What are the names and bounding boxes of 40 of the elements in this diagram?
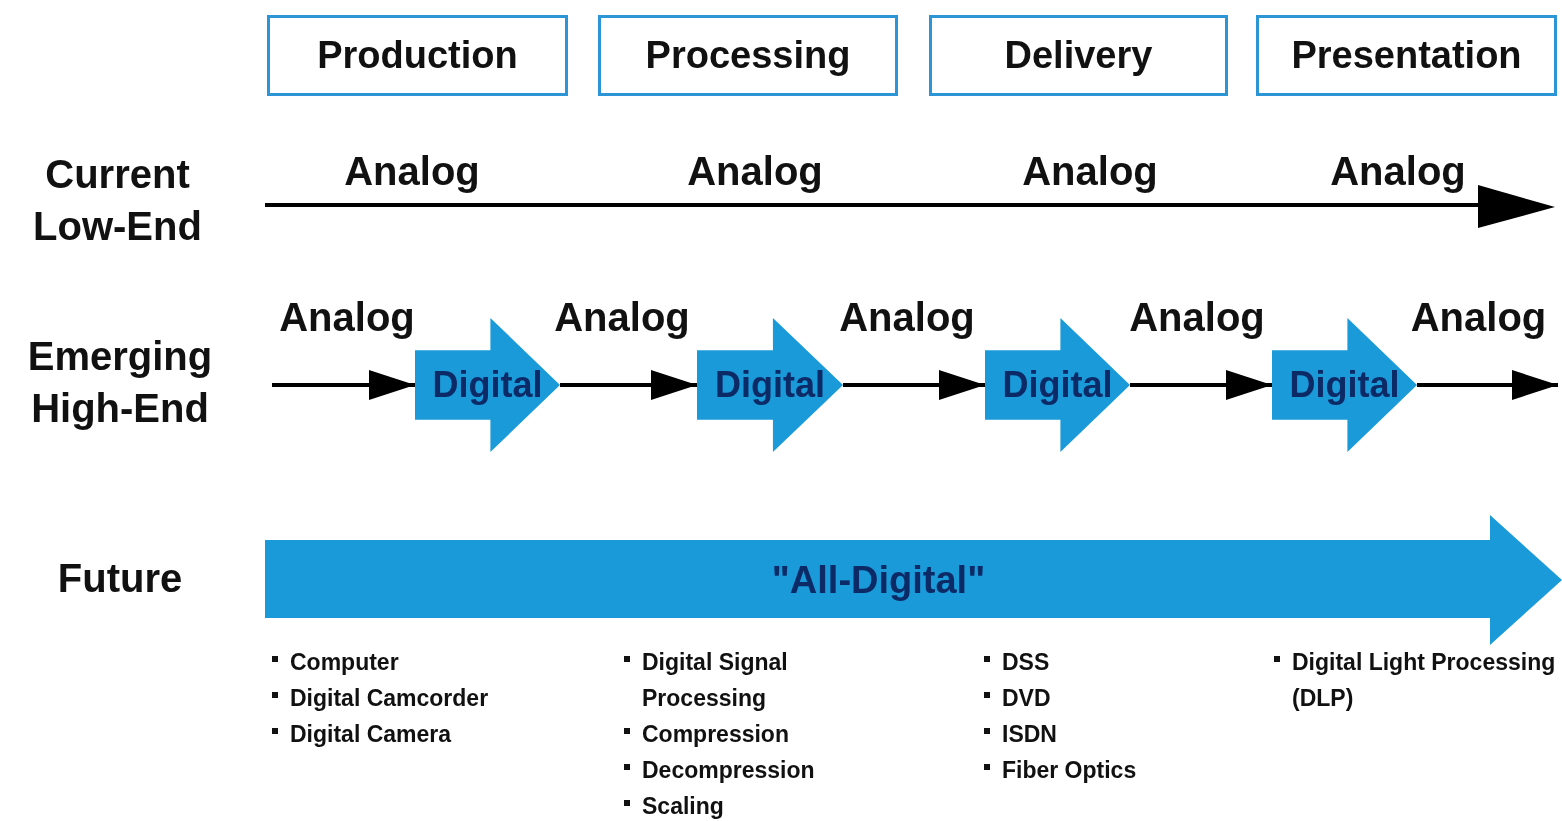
arrow	[1130, 370, 1272, 400]
bullet-text: Fiber Optics	[1002, 756, 1137, 785]
bullet-text: Scaling	[642, 792, 724, 821]
bullet-text: Compression	[642, 720, 789, 749]
block-arrow-label: Digital	[715, 364, 825, 406]
row-label: Future	[56, 555, 184, 602]
stage-box: Presentation	[1256, 15, 1557, 96]
block-arrow	[985, 318, 1130, 452]
signal-label: Analog	[838, 294, 976, 341]
signal-label: Analog	[553, 294, 691, 341]
stage-box: Production	[267, 15, 568, 96]
bullet-text: Decompression	[642, 756, 815, 785]
row-label: Emerging High-End	[26, 333, 214, 432]
signal-label: Analog	[343, 148, 481, 195]
signal-label: Analog	[1128, 294, 1266, 341]
block-arrow-label: Digital	[1289, 364, 1400, 406]
row-label: Current Low-End	[32, 151, 203, 250]
stage-box: Delivery	[929, 15, 1228, 96]
stage-box: Processing	[598, 15, 898, 96]
signal-label: Analog	[1409, 294, 1548, 341]
bullet-text: Computer	[290, 648, 399, 677]
bullet-text: Digital Light Processing (DLP)	[1292, 648, 1557, 713]
signal-label: Analog	[1021, 148, 1159, 195]
bullet-text: DVD	[1002, 684, 1051, 713]
signal-label: Analog	[278, 294, 416, 341]
arrow	[272, 370, 415, 400]
bullet-text: Digital Camcorder	[290, 684, 489, 713]
arrow	[560, 370, 697, 400]
block-arrow-label: Digital	[432, 364, 543, 406]
signal-label: Analog	[1329, 148, 1467, 195]
bullet-text: ISDN	[1002, 720, 1057, 749]
arrow	[843, 370, 985, 400]
block-arrow	[265, 515, 1562, 645]
bullet-text: Digital Camera	[290, 720, 452, 749]
arrow	[1417, 370, 1558, 400]
block-arrow-label: Digital	[1002, 364, 1113, 406]
bullet-text: DSS	[1002, 648, 1050, 677]
bullet-text: Digital Signal Processing	[642, 648, 789, 713]
signal-label: Analog	[686, 148, 824, 195]
block-arrow-label: "All-Digital"	[771, 558, 986, 602]
